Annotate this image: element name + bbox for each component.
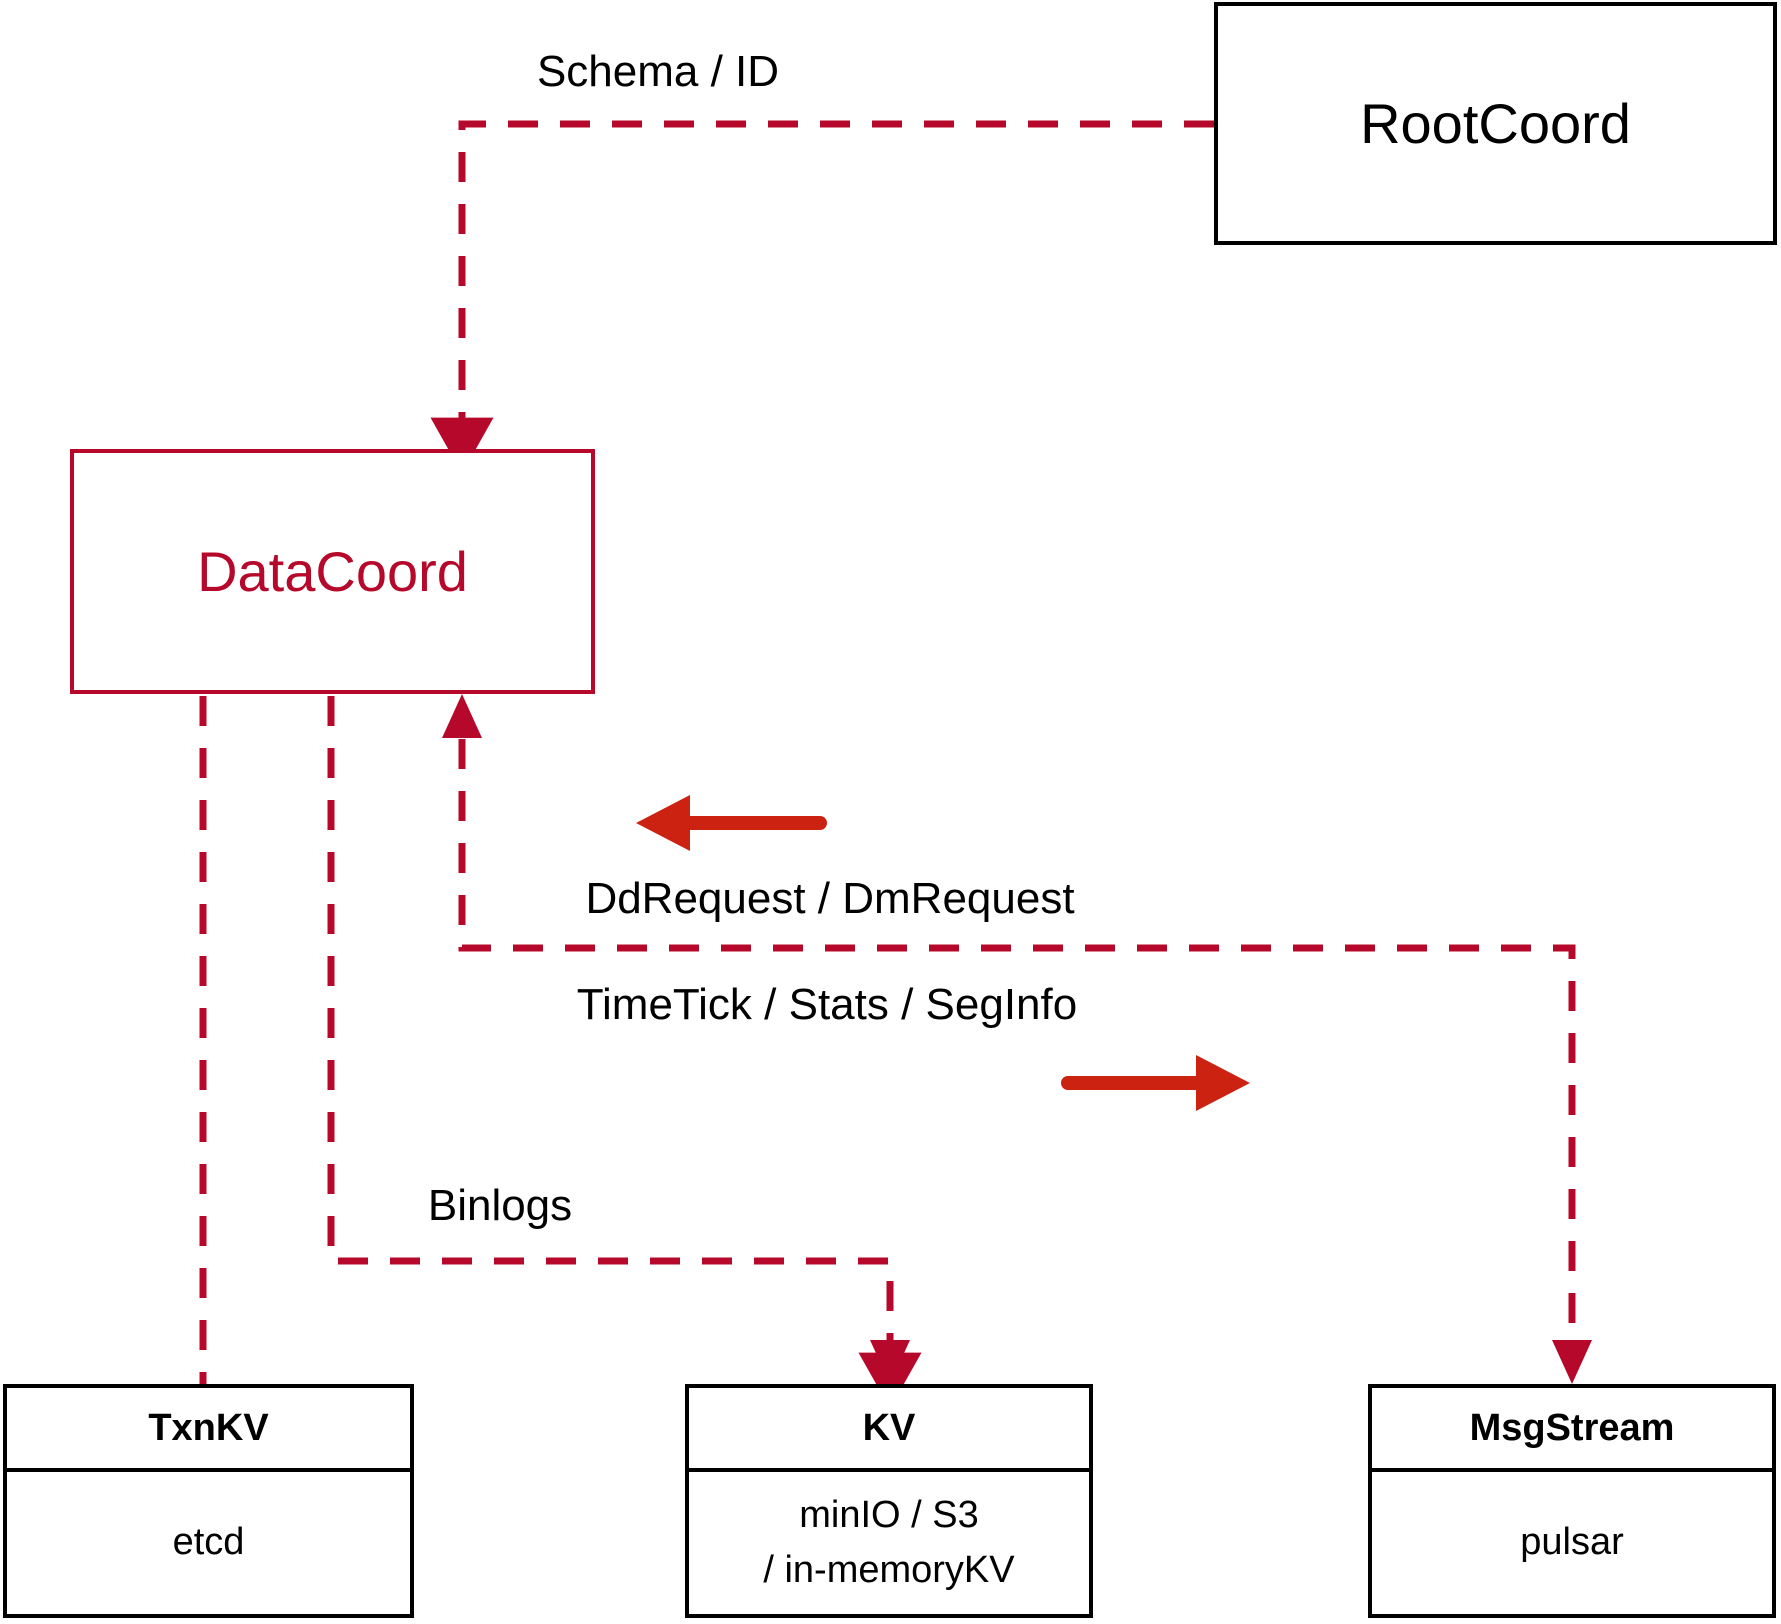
node-datacoord-label: DataCoord [197,540,468,603]
node-msgstream-line-0: pulsar [1520,1521,1624,1564]
edge-label-binlogs: Binlogs [427,1181,573,1230]
node-rootcoord[interactable]: RootCoord [1214,2,1777,245]
node-rootcoord-label: RootCoord [1360,92,1631,155]
node-kv-header: KV [689,1388,1089,1472]
edge-label-schema-id: Schema / ID [536,47,780,96]
edge-rootcoord-to-datacoord [430,120,1214,474]
node-txnkv-header: TxnKV [7,1388,410,1472]
edge-datacoord-msgstream-trunk [458,706,1576,1375]
direction-arrow-right [1061,1055,1250,1111]
node-kv[interactable]: KV minIO / S3 / in-memoryKV [685,1384,1093,1618]
node-msgstream-body: pulsar [1372,1472,1772,1614]
node-kv-body: minIO / S3 / in-memoryKV [689,1472,1089,1614]
node-txnkv-body: etcd [7,1472,410,1614]
node-msgstream-header: MsgStream [1372,1388,1772,1472]
node-datacoord[interactable]: DataCoord [70,449,595,694]
edge-label-dd-dm-request: DdRequest / DmRequest [585,874,1075,923]
node-msgstream[interactable]: MsgStream pulsar [1368,1384,1776,1618]
node-txnkv[interactable]: TxnKV etcd [3,1384,414,1618]
edge-datacoord-to-kv [327,696,922,1409]
arrowhead-into-msgstream [1552,1340,1592,1384]
arrowhead-into-kv [870,1340,910,1384]
edge-label-timetick-stats-seginfo: TimeTick / Stats / SegInfo [576,980,1078,1029]
direction-arrow-left [636,795,827,851]
node-kv-line-1: / in-memoryKV [763,1549,1015,1591]
node-txnkv-line-0: etcd [172,1521,245,1564]
node-kv-line-0: minIO / S3 [799,1493,979,1536]
arrowhead-into-datacoord-bottom [442,694,482,738]
